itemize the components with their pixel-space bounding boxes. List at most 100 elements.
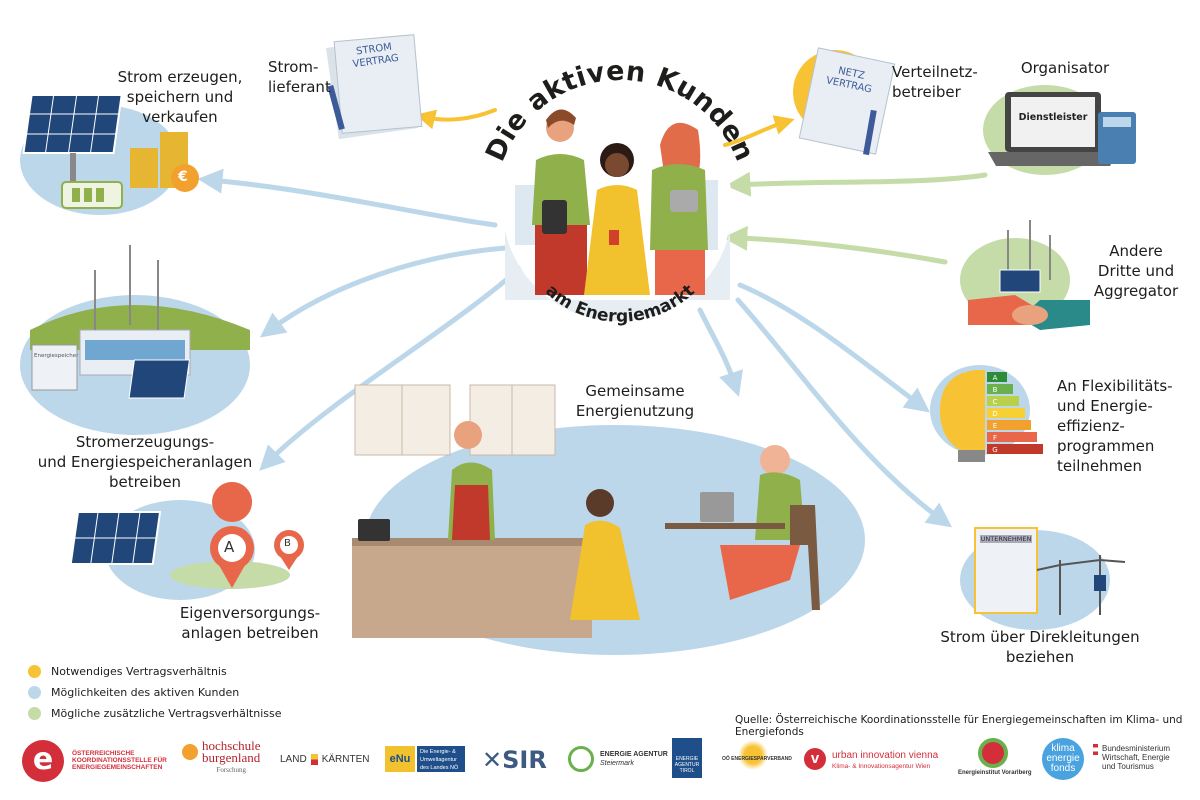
self-supply-illustration [69, 482, 304, 600]
klimafonds-logo: klima energie fonds [1042, 738, 1084, 780]
oek-line2: KOORDINATIONSSTELLE FÜR [72, 757, 167, 764]
bmwet-line3: und Tourismus [1102, 762, 1154, 771]
klimafonds-line1: klima [1051, 743, 1075, 754]
strom-erzeugen-label: Strom erzeugen, speichern und verkaufen [105, 67, 255, 127]
stromerzeugungs-line2: und Energiespeicheranlagen [37, 453, 253, 471]
hochschule-line2: burgenland [202, 750, 261, 765]
dienstleister-laptop [983, 85, 1136, 175]
svg-text:Die aktiven Kunden: Die aktiven Kunden [480, 56, 760, 166]
stromlieferant-line2: lieferant [268, 78, 331, 96]
legend-item-required: Notwendiges Vertragsverhältnis [28, 661, 282, 682]
steiermark-logo-icon [568, 746, 594, 772]
steiermark-line2: Steiermark [600, 760, 634, 767]
energy-class-f: F [992, 434, 998, 442]
legend-label-additional: Mögliche zusätzliche Vertragsverhältniss… [51, 707, 282, 720]
flex-line5: teilnehmen [1057, 457, 1143, 475]
verteilnetz-label: Verteilnetz- betreiber [892, 62, 978, 102]
enu-line3: des Landes NÖ [420, 765, 459, 771]
verteilnetz-line1: Verteilnetz- [892, 63, 978, 81]
unternehmen-label: UNTERNEHMEN [980, 535, 1032, 543]
enu-logo-text: Die Energie- & Umweltagentur des Landes … [417, 746, 465, 772]
kaernten-word2: KÄRNTEN [321, 754, 370, 765]
eigenversorgung-line1: Eigenversorgungs- [179, 604, 321, 622]
direkt-label: Strom über Direkleitungen beziehen [935, 627, 1145, 667]
vorarlberg-logo-text: Energieinstitut Vorarlberg [958, 770, 1032, 776]
energy-class-b: B [992, 386, 998, 394]
netz-vertrag-document [793, 47, 896, 156]
eigenversorgung-label: Eigenversorgungs- anlagen betreiben [165, 603, 335, 643]
euro-symbol: € [178, 169, 188, 185]
tirol-line1: ENERGIE [675, 756, 699, 762]
legend-dot-blue [28, 686, 41, 699]
strom-erzeugen-line1: Strom erzeugen, [117, 68, 243, 86]
stromerzeugungs-line3: betreiben [108, 473, 182, 491]
klimafonds-line2: energie [1046, 753, 1080, 764]
strom-vertrag-document [325, 34, 423, 140]
urban-logo-icon: v [804, 748, 826, 770]
dienstleister-label: Dienstleister [1018, 112, 1088, 123]
strom-erzeugen-line2: speichern und [126, 88, 234, 106]
source-note: Quelle: Österreichische Koordinationsste… [735, 714, 1183, 738]
stromlieferant-label: Strom- lieferant [268, 57, 331, 97]
andere-label: Andere Dritte und Aggregator [1086, 241, 1186, 301]
hochschule-logo-text: hochschule burgenland Forschung [202, 738, 261, 776]
urban-line1: urban innovation vienna [832, 750, 939, 761]
pin-b-label: B [284, 538, 291, 549]
organisator-label: Organisator [1020, 59, 1110, 77]
sir-logo-text: SIR [502, 746, 547, 774]
stromerzeugungs-line1: Stromerzeugungs- [75, 433, 215, 451]
bmwet-line1: Bundesministerium [1102, 744, 1171, 753]
energy-class-e: E [992, 422, 998, 430]
kaernten-logo: LAND KÄRNTEN [280, 754, 369, 765]
oek-line3: ENERGIEGEMEINSCHAFTEN [72, 764, 163, 771]
andere-line3: Aggregator [1093, 282, 1179, 300]
legend-dot-green [28, 707, 41, 720]
vorarlberg-logo-icon [978, 738, 1008, 768]
shared-energy-scene [352, 384, 865, 655]
gemeinsame-label: Gemeinsame Energienutzung [565, 381, 705, 421]
stromerzeugungs-label: Stromerzeugungs- und Energiespeicheranla… [30, 432, 260, 492]
enu-logo-icon: eNu [385, 746, 415, 772]
title-line2: am Energiemarkt [541, 281, 698, 327]
oek-logo-icon: e [22, 740, 64, 782]
urban-logo-text: urban innovation vienna Klima- & Innovat… [832, 750, 938, 772]
kaernten-flag-icon [310, 754, 318, 765]
energy-class-d: D [992, 410, 998, 418]
andere-line2: Dritte und [1097, 262, 1175, 280]
steiermark-line1: ENERGIE AGENTUR [600, 751, 668, 758]
energiesparverband-logo-text: OÖ ENERGIESPARVERBAND [722, 756, 792, 762]
sun-logo-icon [738, 740, 768, 770]
hochschule-line3: Forschung [216, 766, 247, 774]
direct-line-illustration [960, 527, 1126, 630]
flex-line2: und Energie- [1057, 397, 1153, 415]
tirol-line3: TIROL [679, 768, 695, 774]
energy-classes: A B C D E F G [989, 372, 1001, 456]
partner-logos: e ÖSTERREICHISCHE KOORDINATIONSSTELLE FÜ… [20, 738, 1190, 788]
strom-erzeugen-line3: verkaufen [142, 108, 218, 126]
sir-logo: ✕SIR [482, 746, 547, 774]
enu-line1: Die Energie- & [420, 749, 456, 755]
enu-line2: Umweltagentur [420, 757, 457, 763]
steiermark-logo-text: ENERGIE AGENTUR Steiermark [600, 750, 668, 768]
yellow-arrows [415, 108, 795, 147]
title-graphic: Die aktiven Kunden am Energiemarkt [480, 56, 760, 327]
pin-a-label: A [224, 538, 235, 556]
hochschule-logo-icon [182, 744, 198, 760]
tirol-line2: AGENTUR [674, 762, 700, 768]
energy-class-c: C [992, 398, 998, 406]
stromlieferant-line1: Strom- [268, 58, 319, 76]
green-arrows [722, 171, 988, 265]
flex-line1: An Flexibilitäts- [1057, 377, 1173, 395]
urban-line2: Klima- & Innovationsagentur Wien [832, 763, 931, 770]
hochschule-line1: hochschule [202, 738, 261, 753]
bmwet-logo-text: Bundesministerium Wirtschaft, Energie un… [1102, 744, 1170, 771]
energy-efficiency-bulb [930, 365, 1043, 462]
flex-line4: programmen [1057, 437, 1155, 455]
andere-line1: Andere [1109, 242, 1163, 260]
klimafonds-line3: fonds [1050, 763, 1076, 774]
blue-arrows [197, 168, 953, 528]
oek-line1: ÖSTERREICHISCHE [72, 750, 135, 757]
bmwet-line2: Wirtschaft, Energie [1102, 753, 1170, 762]
austria-flag-icon [1093, 744, 1098, 755]
